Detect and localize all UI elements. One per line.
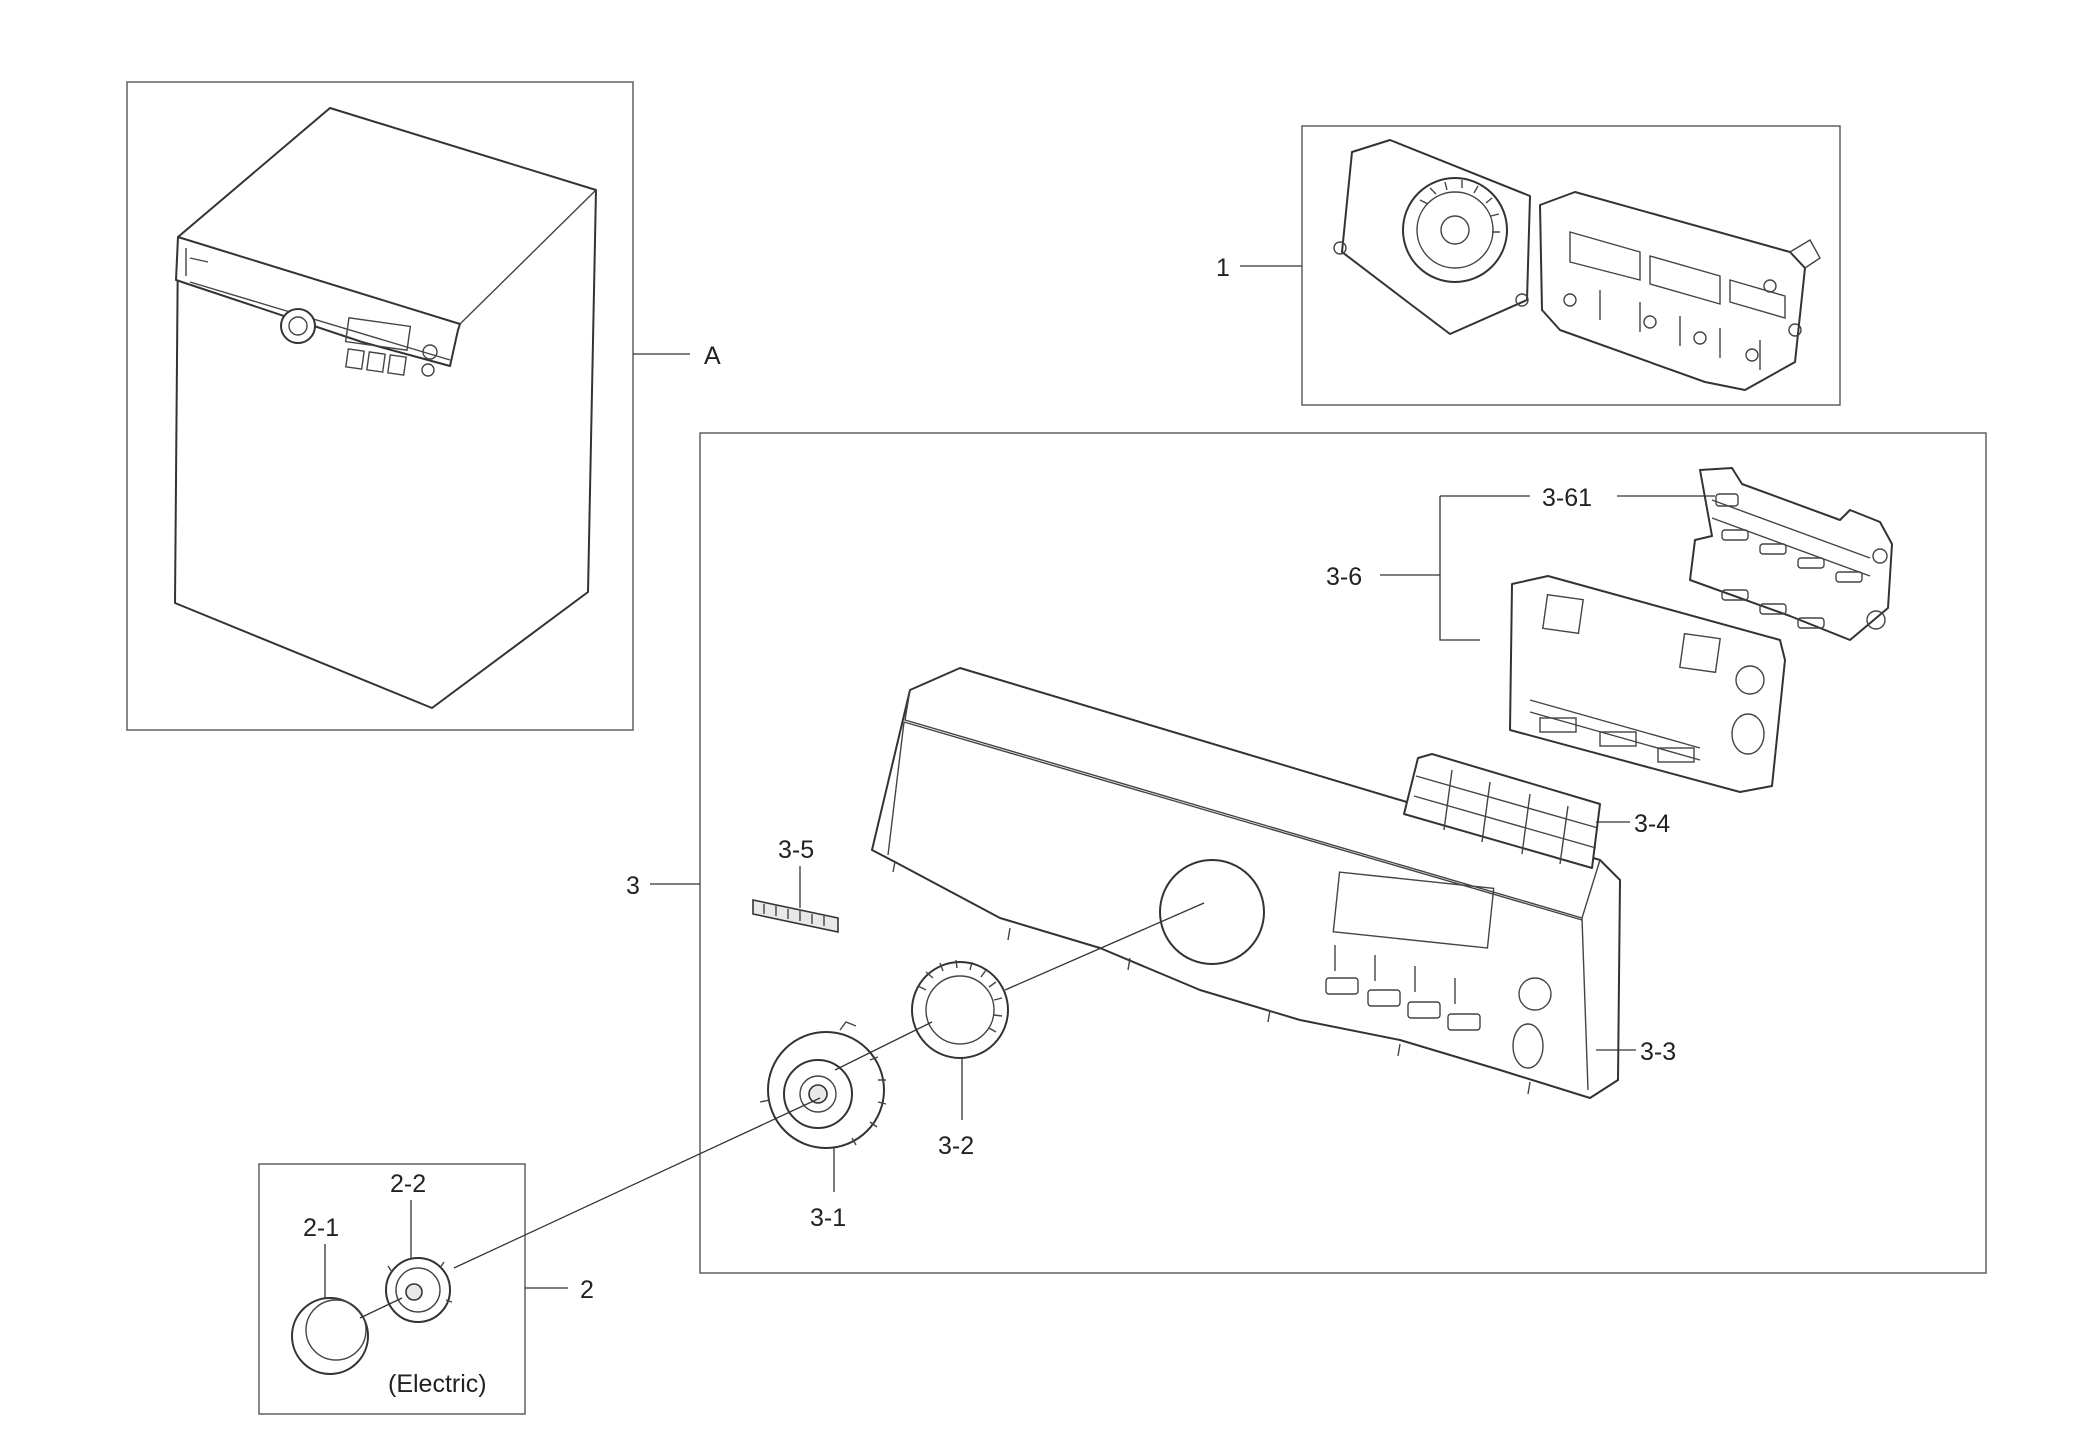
part-1-group: 1	[1216, 125, 1841, 406]
callout-3-6: 3-6	[1326, 563, 1362, 591]
dial-ring-icon	[911, 959, 1009, 1059]
callout-1: 1	[1216, 254, 1230, 282]
axis-line-upper	[1004, 902, 1205, 991]
panel-frame-icon	[1509, 575, 1786, 793]
callout-3: 3	[626, 872, 640, 900]
axis-line-knob	[359, 1297, 403, 1319]
button-key-strip-icon	[1403, 753, 1601, 869]
control-board-pcb-icon	[1333, 139, 1821, 391]
brand-badge-icon	[752, 899, 839, 933]
encoder-dial-icon	[759, 1021, 887, 1149]
callout-2-2: 2-2	[390, 1170, 426, 1198]
callout-3-5: 3-5	[778, 836, 814, 864]
control-panel-icon	[871, 667, 1621, 1099]
washer-cabinet-icon	[174, 107, 597, 709]
part-3-group: 3 3-3 3-5	[626, 432, 1987, 1274]
part-2-group: 2-1 2-2 (Electric) 2	[258, 1097, 821, 1415]
part-2-frame	[258, 1163, 526, 1415]
callout-3-3: 3-3	[1640, 1038, 1676, 1066]
callout-2: 2	[580, 1276, 594, 1304]
callout-3-1: 3-1	[810, 1204, 846, 1232]
axis-line-mid	[834, 1021, 933, 1071]
callout-3-4: 3-4	[1634, 810, 1670, 838]
assembly-a-frame	[126, 81, 634, 731]
callout-3-2: 3-2	[938, 1132, 974, 1160]
assembly-a-group: A	[126, 81, 721, 731]
bracket-icon	[1689, 467, 1893, 641]
axis-line-lower	[453, 1097, 821, 1269]
part-3-frame	[699, 432, 1987, 1274]
callout-2-1: 2-1	[303, 1214, 339, 1242]
callout-a: A	[704, 342, 721, 370]
electric-note: (Electric)	[388, 1370, 487, 1398]
leader-3-6	[1380, 495, 1530, 641]
knob-assembly-icon	[291, 1257, 453, 1375]
callout-3-61: 3-61	[1542, 484, 1592, 512]
